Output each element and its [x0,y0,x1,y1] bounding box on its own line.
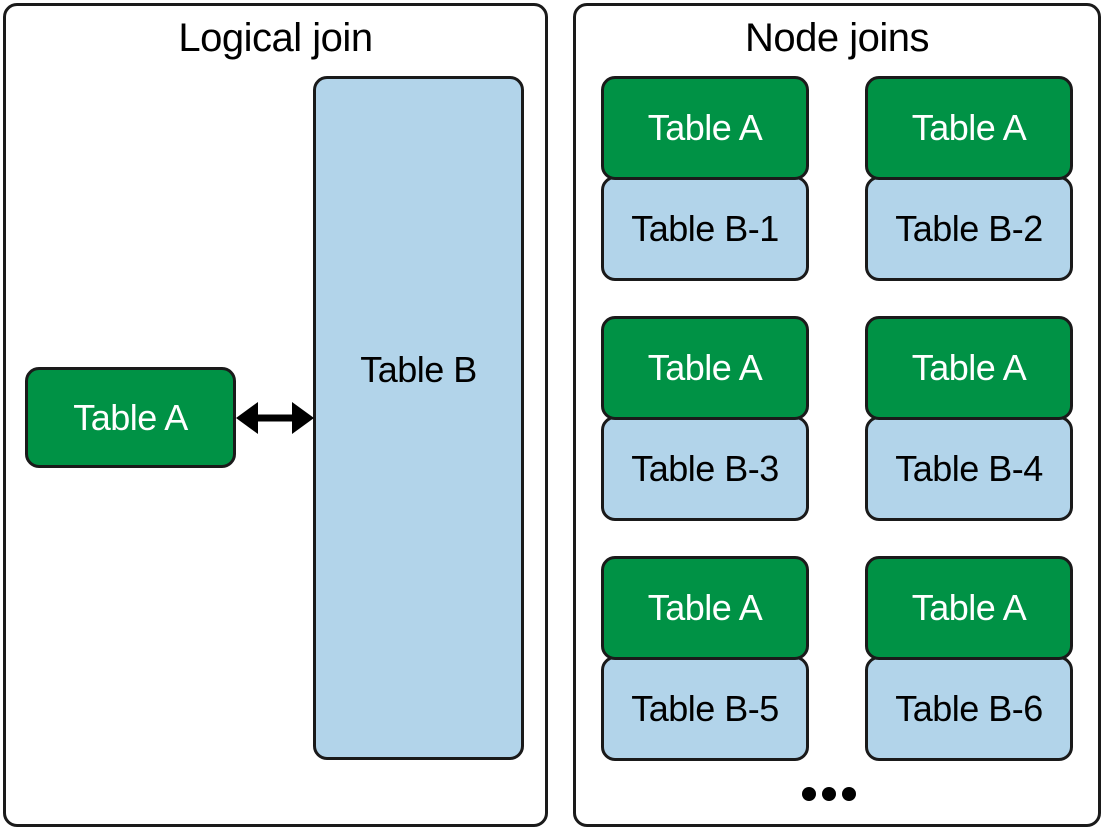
node-table-b-label: Table B-6 [895,687,1043,729]
node-join-pair-4: Table A Table B-4 [865,316,1073,521]
node-table-a: Table A [865,316,1073,420]
node-table-a: Table A [601,316,809,420]
node-table-b-label: Table B-3 [631,447,779,489]
logical-table-b-label: Table B [360,349,477,390]
node-table-a: Table A [601,76,809,180]
node-table-b-label: Table B-5 [631,687,779,729]
logical-table-b: Table B [313,76,524,760]
logical-table-a: Table A [25,367,236,468]
node-join-pair-5: Table A Table B-5 [601,556,809,761]
node-table-b-partition: Table B-3 [601,416,809,521]
node-table-b-partition: Table B-1 [601,176,809,281]
node-join-pair-6: Table A Table B-6 [865,556,1073,761]
node-table-b-partition: Table B-6 [865,656,1073,761]
node-table-b-partition: Table B-5 [601,656,809,761]
node-table-b-partition: Table B-2 [865,176,1073,281]
node-table-a-label: Table A [911,107,1027,148]
node-table-a: Table A [865,556,1073,660]
node-table-a-label: Table A [647,587,763,628]
join-double-arrow-icon [236,402,314,434]
node-join-pair-1: Table A Table B-1 [601,76,809,281]
node-joins-title: Node joins [744,16,930,60]
node-table-b-label: Table B-4 [895,447,1043,489]
node-table-a-label: Table A [647,107,763,148]
more-ellipsis-icon [802,787,856,801]
node-table-b-label: Table B-1 [631,207,779,249]
node-table-a-label: Table A [911,347,1027,388]
node-table-a: Table A [865,76,1073,180]
node-join-pair-2: Table A Table B-2 [865,76,1073,281]
node-join-pair-3: Table A Table B-3 [601,316,809,521]
node-table-a: Table A [601,556,809,660]
logical-join-title: Logical join [178,16,373,60]
node-table-b-label: Table B-2 [895,207,1043,249]
node-table-b-partition: Table B-4 [865,416,1073,521]
node-table-a-label: Table A [647,347,763,388]
logical-table-a-label: Table A [73,396,188,438]
node-table-a-label: Table A [911,587,1027,628]
